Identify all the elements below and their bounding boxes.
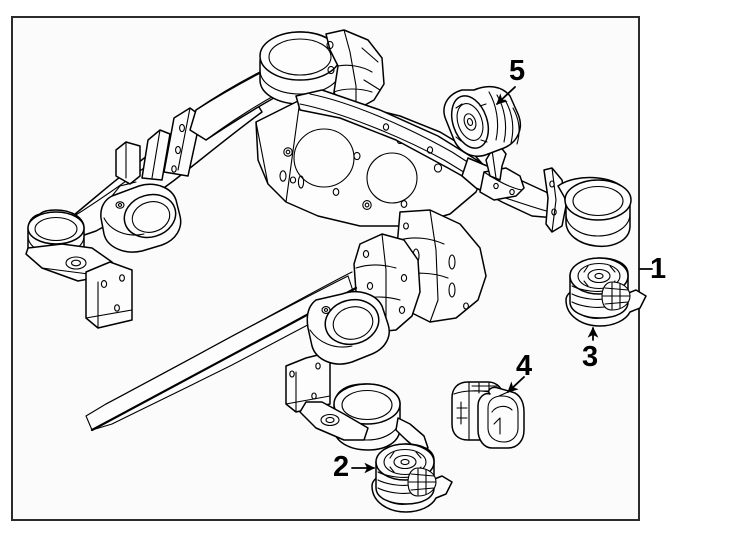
right-gusset-tab bbox=[479, 167, 525, 201]
callout-label-4: 4 bbox=[516, 350, 533, 382]
callout-leaders bbox=[351, 86, 653, 474]
callout-label-2: 2 bbox=[333, 451, 350, 483]
callout-label-3: 3 bbox=[582, 341, 599, 373]
callout-label-1: 1 bbox=[650, 253, 667, 285]
part-3-mount bbox=[565, 257, 647, 327]
leader-5 bbox=[496, 86, 516, 105]
right-hook-tab bbox=[485, 145, 507, 181]
left-inner-bushing-collar bbox=[100, 181, 182, 253]
left-gussets bbox=[115, 107, 202, 185]
left-bracket-plate bbox=[85, 261, 133, 329]
part-2-mount bbox=[371, 443, 453, 513]
bottom-left-flange-arm bbox=[299, 401, 369, 441]
subframe-assembly bbox=[25, 29, 632, 451]
callout-label-5: 5 bbox=[509, 55, 526, 87]
right-fin bbox=[543, 167, 567, 233]
right-mount-ring bbox=[557, 176, 632, 248]
part-4-bushing bbox=[451, 381, 525, 449]
lower-left-bracket bbox=[285, 351, 331, 413]
top-left-mount-ring bbox=[259, 31, 341, 105]
leader-4 bbox=[507, 376, 525, 393]
lower-center-collar bbox=[306, 290, 390, 365]
